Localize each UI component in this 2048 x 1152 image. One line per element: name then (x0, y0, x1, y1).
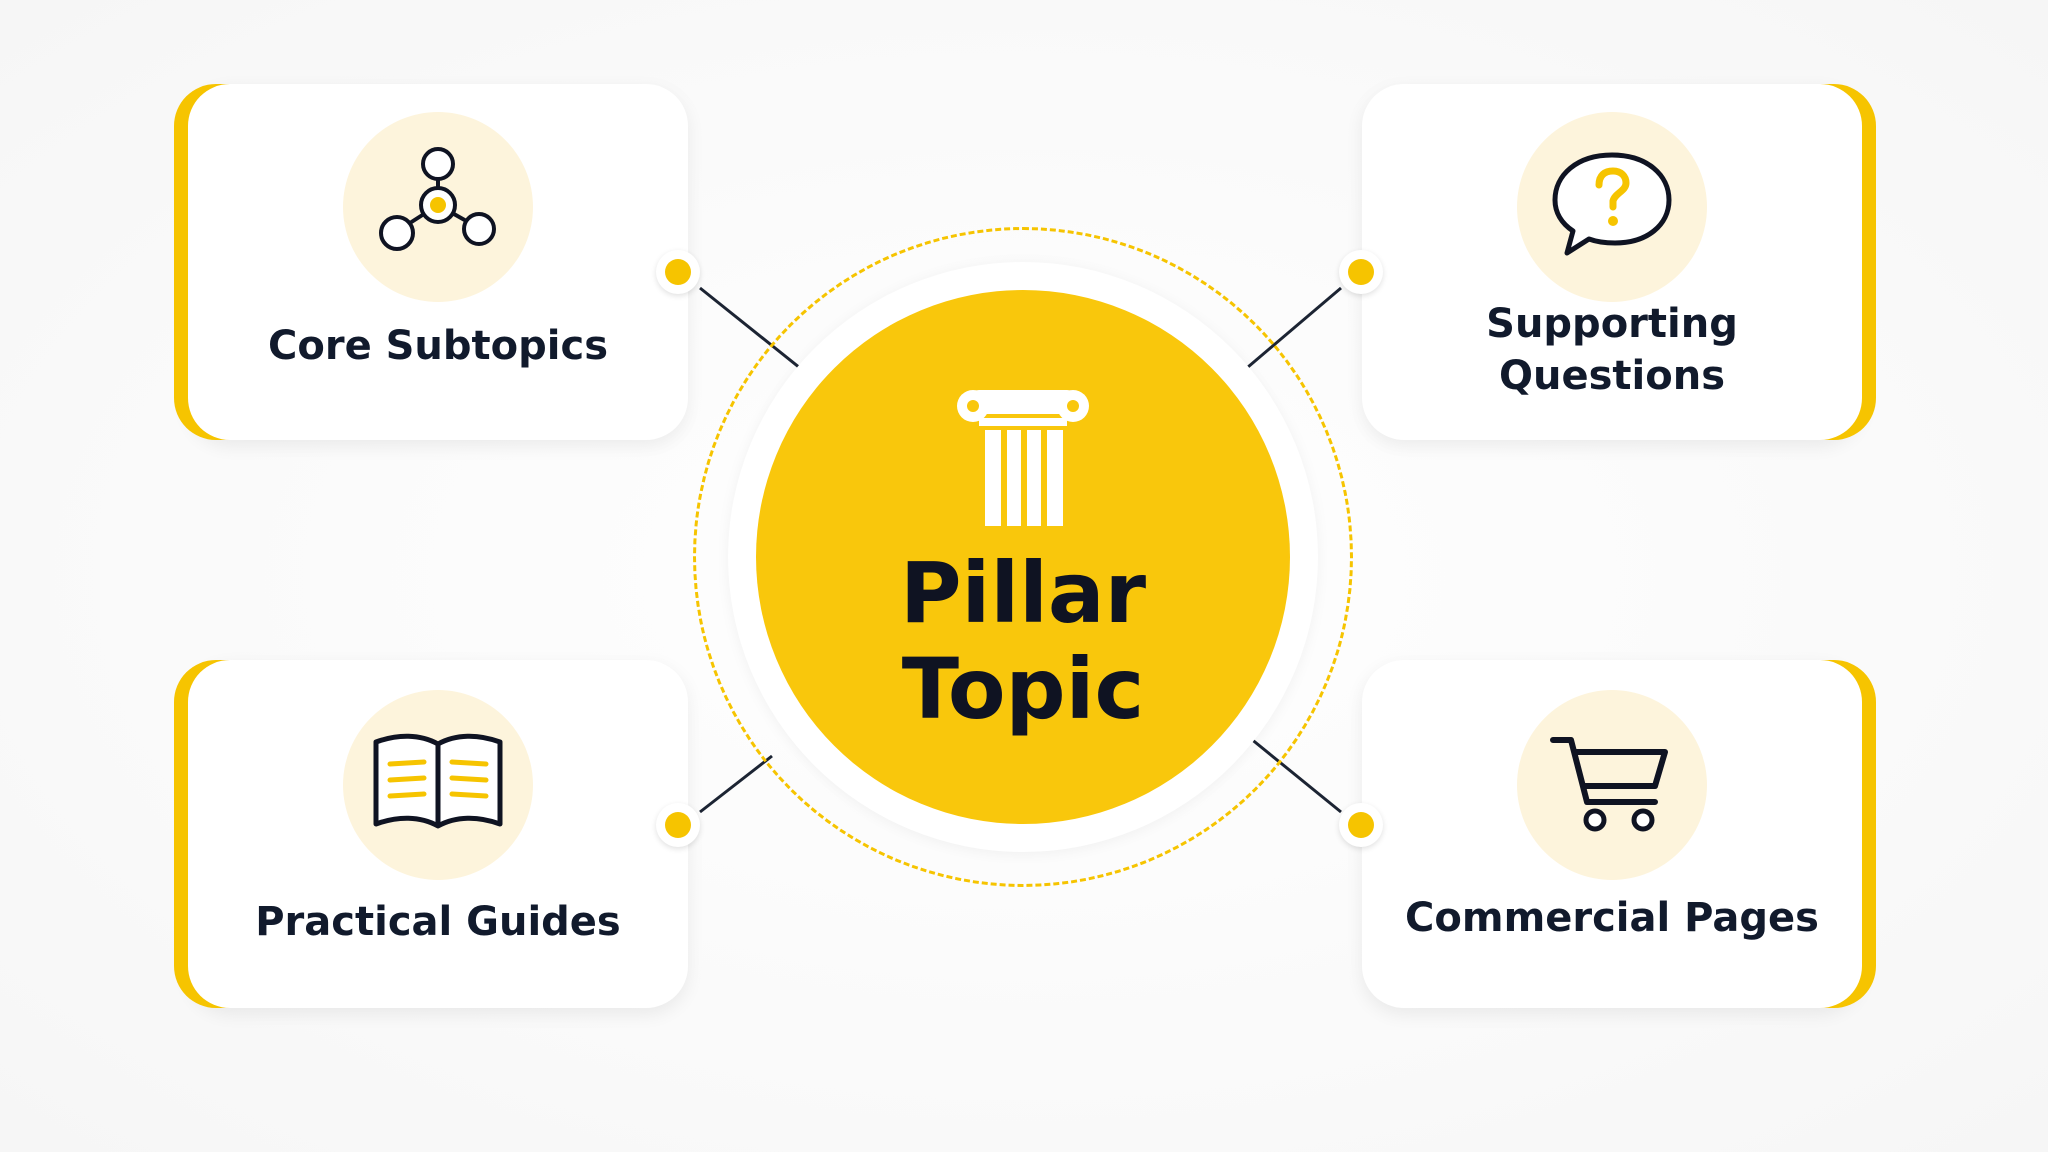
card-supporting-questions[interactable]: Supporting Questions (1362, 84, 1862, 440)
question-bubble-icon (1547, 145, 1677, 269)
card-label: Supporting Questions (1486, 301, 1738, 399)
card-label: Core Subtopics (268, 323, 608, 369)
open-book-icon (368, 728, 508, 842)
card-label: Commercial Pages (1405, 895, 1819, 941)
shopping-cart-icon (1547, 728, 1677, 842)
connector-dot-core (656, 250, 700, 294)
connector-dot-guides (656, 803, 700, 847)
card-commercial-pages[interactable]: Commercial Pages (1362, 660, 1862, 1008)
card-practical-guides[interactable]: Practical Guides (188, 660, 688, 1008)
card-label: Practical Guides (255, 899, 621, 945)
pillar-topic-circle (756, 290, 1290, 824)
card-core-subtopics[interactable]: Core Subtopics (188, 84, 688, 440)
icon-circle (343, 112, 533, 302)
connector-dot-supporting (1339, 250, 1383, 294)
center-dashed-orbit (693, 227, 1353, 887)
pillar-column-icon (955, 382, 1091, 530)
pillar-topic-title: Pillar Topic (899, 544, 1147, 738)
connector-guides (699, 754, 773, 814)
icon-circle (343, 690, 533, 880)
icon-circle (1517, 112, 1707, 302)
icon-circle (1517, 690, 1707, 880)
connector-dot-commercial (1339, 803, 1383, 847)
network-nodes-icon (373, 140, 503, 274)
